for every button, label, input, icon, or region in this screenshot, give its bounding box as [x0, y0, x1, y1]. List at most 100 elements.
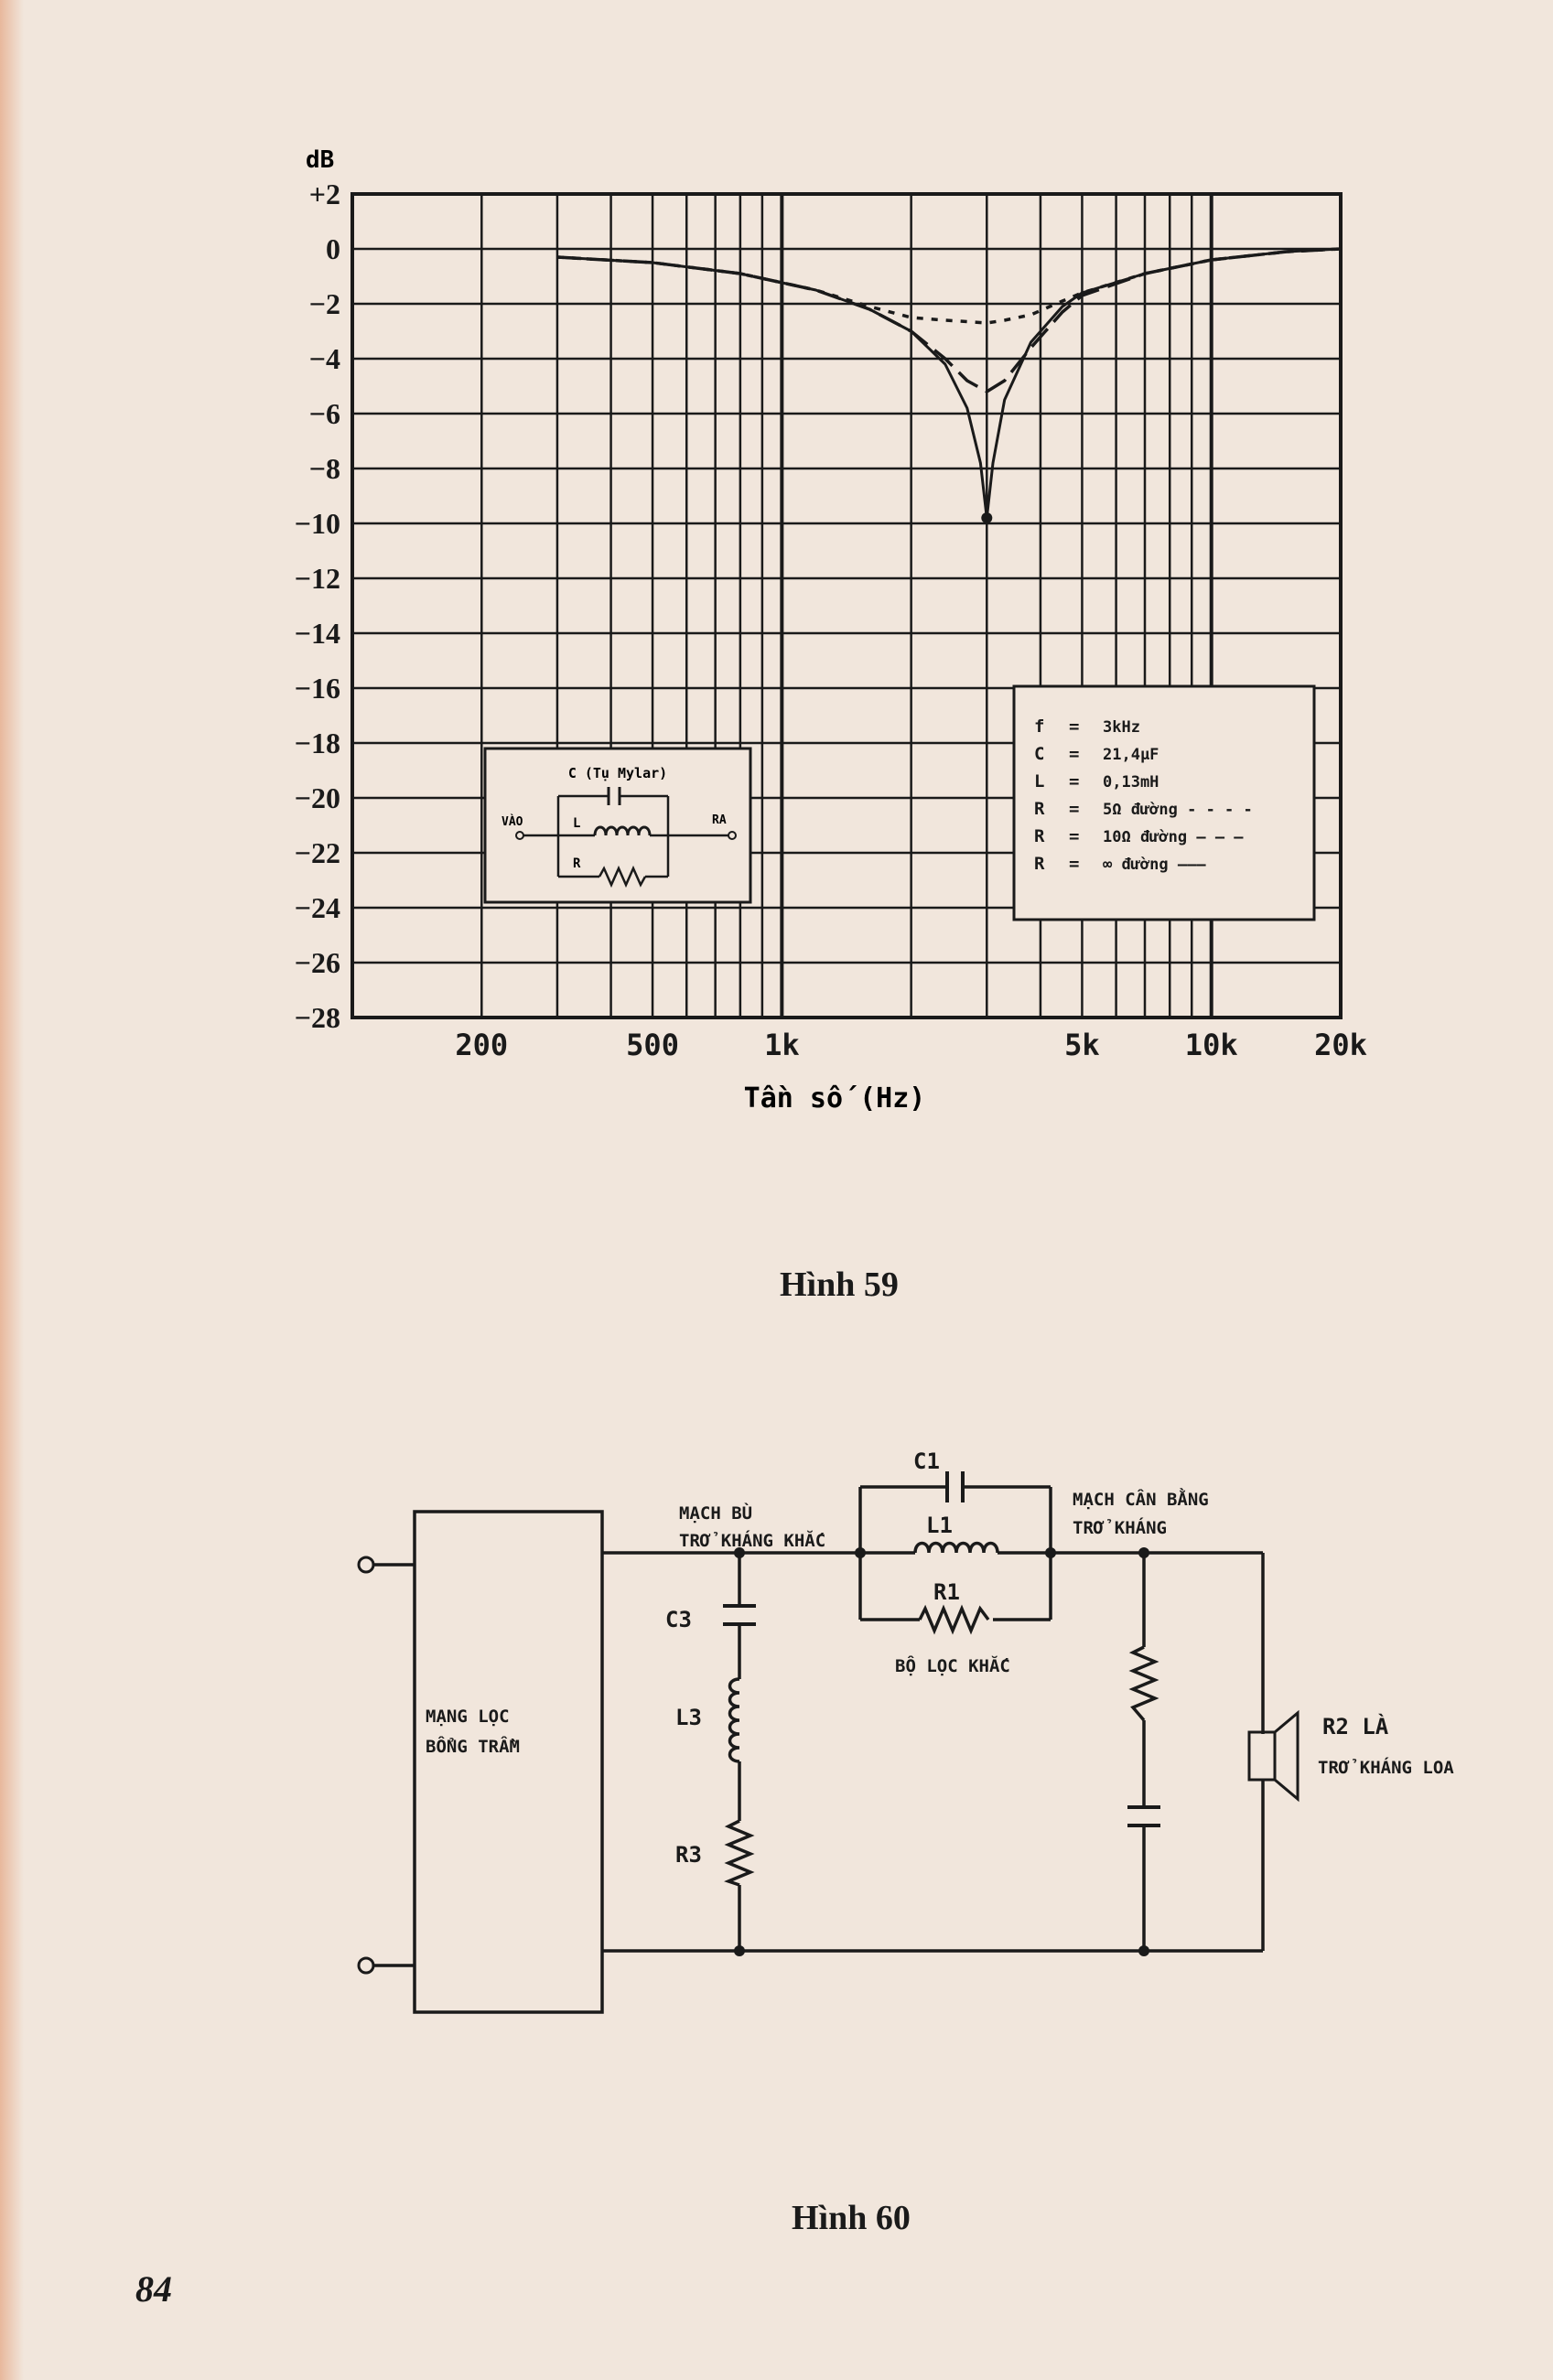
input-terminal-bottom [357, 1956, 375, 1975]
c1-symbol [945, 1471, 965, 1502]
l1-label: L1 [926, 1513, 953, 1538]
y-tick-label: −20 [295, 781, 340, 814]
legend-value: ∞ đường ——— [1103, 856, 1206, 874]
y-tick-label: −6 [309, 397, 340, 430]
legend-value: 10Ω đường — — — [1103, 828, 1244, 846]
figure-59-caption: Hình 59 [780, 1265, 899, 1304]
y-tick-label: −28 [295, 1001, 340, 1034]
y-tick-labels: +2 0 −2 −4 −6 −8 −10 −12 −14 −16 −18 −20 −22 −24 −26 −2… [295, 178, 340, 1034]
chart-series [556, 247, 1342, 523]
balance-resistor-symbol [1128, 1645, 1159, 1722]
speaker-label-line1: R2 LÀ [1322, 1713, 1389, 1739]
c1-label: C1 [913, 1448, 940, 1474]
notch-label: BỘ LỌC KHẮC [895, 1654, 1010, 1676]
inset-output-label: RA [712, 813, 727, 827]
y-tick-label: −2 [309, 287, 340, 320]
y-tick-label: −4 [309, 342, 340, 375]
r1-symbol [918, 1604, 990, 1635]
legend-symbol: R [1034, 854, 1045, 874]
page-number: 84 [135, 2268, 172, 2310]
frequency-response-chart: dB +2 0 −2 −4 −6 −8 −10 −12 −14 −16 −18 −20 −22 −24 −2… [295, 146, 1367, 1115]
input-terminal-top [357, 1556, 375, 1574]
balance-capacitor-symbol [1127, 1805, 1160, 1827]
inset-circuit: C (Tụ Mylar) VÀO RA L R [483, 747, 752, 904]
junction-dot [1138, 1547, 1149, 1558]
schematic-labels: MẠNG LỌC BỔNG TRẦM MẠCH BÙ TRỞ KHÁNG KHẮ… [426, 1448, 1454, 1868]
y-tick-label: +2 [309, 178, 340, 210]
inset-input-label: VÀO [501, 814, 523, 829]
inset-inductor-symbol [593, 825, 652, 836]
legend-value: 3kHz [1103, 718, 1140, 737]
legend-equals: = [1069, 799, 1079, 819]
junction-dots [734, 1547, 1149, 1956]
junction-dot [855, 1547, 866, 1558]
figure-60-caption: Hình 60 [792, 2199, 911, 2237]
x-tick-label: 5k [1064, 1028, 1100, 1062]
filter-block-line2: BỔNG TRẦM [426, 1735, 520, 1757]
notch-minimum-point [981, 512, 993, 523]
y-tick-label: −22 [295, 836, 340, 869]
junction-dot [734, 1945, 745, 1956]
c3-symbol [723, 1604, 756, 1626]
y-tick-label: −26 [295, 946, 340, 979]
series-line-solid [556, 247, 1342, 520]
legend-symbol: R [1034, 826, 1045, 846]
filter-block-line1: MẠNG LỌC [426, 1707, 510, 1727]
speaker-label-line2: TRỞ KHÁNG LOA [1318, 1757, 1454, 1778]
legend-symbol: f [1034, 716, 1044, 737]
speaker-magnet [1247, 1730, 1277, 1782]
c3-label: C3 [665, 1607, 692, 1632]
l1-symbol [913, 1541, 999, 1554]
legend-value: 0,13mH [1103, 773, 1159, 792]
balance-label-line1: MẠCH CÂN BẰNG [1073, 1487, 1209, 1510]
x-tick-label: 1k [764, 1028, 800, 1062]
y-tick-label: 0 [326, 232, 340, 265]
junction-dot [734, 1547, 745, 1558]
x-tick-label: 200 [455, 1028, 508, 1062]
x-tick-labels: 200 500 1k 5k 10k 20k [455, 1028, 1367, 1062]
inset-inductor-label: L [573, 816, 580, 831]
y-tick-label: −8 [309, 452, 340, 485]
inset-resistor-symbol [598, 865, 647, 888]
inset-capacitor-label: C (Tụ Mylar) [568, 765, 667, 781]
l3-label: L3 [675, 1705, 702, 1730]
legend-equals: = [1069, 771, 1079, 792]
x-tick-label: 10k [1185, 1028, 1238, 1062]
y-tick-label: −12 [295, 562, 340, 595]
legend-equals: = [1069, 854, 1079, 874]
comp-label-line2: TRỞ KHÁNG KHẮC [679, 1529, 825, 1551]
legend-value: 21,4μF [1103, 746, 1159, 764]
speaker-cone [1273, 1709, 1300, 1803]
y-tick-label: −10 [295, 507, 340, 540]
r3-label: R3 [675, 1842, 702, 1868]
inset-capacitor-symbol [607, 787, 621, 805]
x-tick-label: 20k [1314, 1028, 1367, 1062]
l3-symbol [728, 1677, 740, 1763]
y-tick-label: −24 [295, 891, 340, 924]
balance-label-line2: TRỞ KHÁNG [1073, 1517, 1167, 1538]
legend-symbol: L [1034, 771, 1044, 792]
r1-label: R1 [933, 1579, 960, 1605]
inset-resistor-label: R [573, 856, 581, 871]
page-edge [0, 0, 24, 2380]
legend-equals: = [1069, 716, 1079, 737]
y-tick-label: −18 [295, 727, 340, 759]
y-tick-label: −14 [295, 617, 340, 650]
legend-symbol: R [1034, 799, 1045, 819]
plot-frame [351, 192, 1343, 1019]
legend-equals: = [1069, 826, 1079, 846]
legend-value: 5Ω đường - - - - [1103, 801, 1253, 819]
y-unit-label: dB [306, 146, 334, 174]
legend-equals: = [1069, 744, 1079, 764]
x-tick-label: 500 [626, 1028, 679, 1062]
junction-dot [1138, 1945, 1149, 1956]
x-axis-label: Tần số (Hz) [744, 1082, 926, 1115]
bass-filter-block [413, 1510, 604, 2014]
legend-symbol: C [1034, 744, 1044, 764]
junction-dot [1045, 1547, 1056, 1558]
r3-symbol [724, 1819, 755, 1887]
y-tick-label: −16 [295, 672, 340, 705]
